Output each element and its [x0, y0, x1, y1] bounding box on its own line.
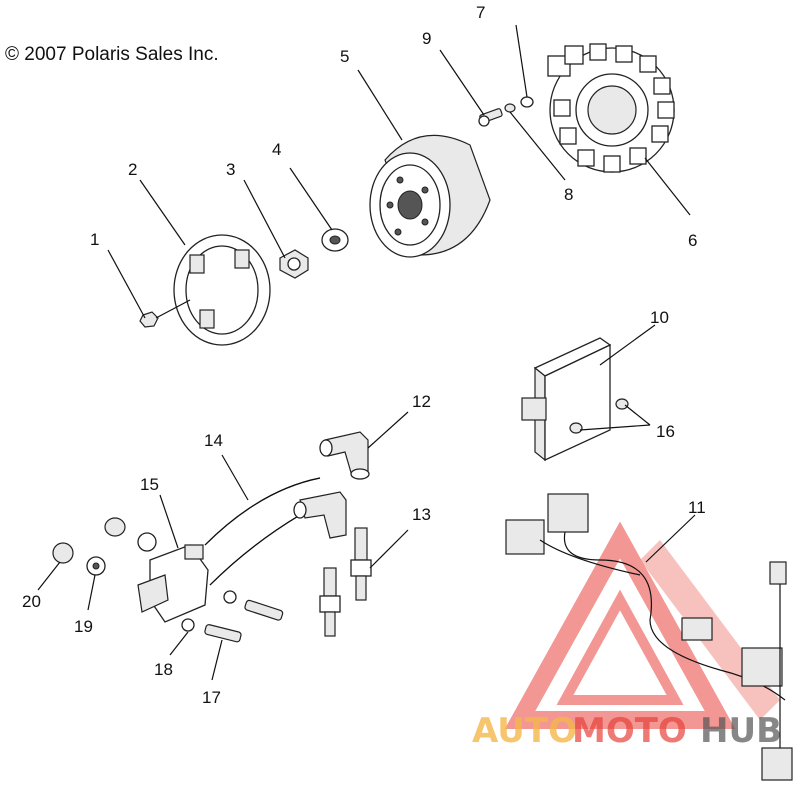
part-19-washer: [86, 556, 106, 576]
copyright-text: © 2007 Polaris Sales Inc.: [5, 44, 219, 65]
watermark-auto: AUTO: [472, 711, 577, 751]
part-13-spark-plugs: [319, 527, 372, 637]
callout-1: 1: [90, 230, 99, 249]
callout-17: 17: [202, 688, 221, 707]
callout-13: 13: [412, 505, 431, 524]
callout-16: 16: [656, 422, 675, 441]
callout-3: 3: [226, 160, 235, 179]
part-9-screw: [478, 108, 503, 127]
callout-12: 12: [412, 392, 431, 411]
callout-11: 11: [688, 498, 706, 517]
callout-4: 4: [272, 140, 281, 159]
part-5-flywheel: [369, 134, 491, 258]
watermark-hub: HUB: [700, 711, 782, 751]
callout-10: 10: [650, 308, 669, 327]
part-10-cdi-module: [521, 337, 612, 462]
leader-lines: [37, 24, 696, 681]
part-20-spacer: [52, 542, 74, 564]
callout-9: 9: [422, 29, 431, 48]
part-4-washer: [321, 228, 349, 252]
callout-20: 20: [22, 592, 41, 611]
part-7-washer: [520, 96, 534, 108]
callout-2: 2: [128, 160, 137, 179]
watermark-moto: MOTO: [572, 711, 687, 751]
part-2-starter-cup: [173, 234, 271, 346]
part-12-plug-cap-2: [293, 491, 347, 539]
callout-labels: 1 2 3 4 5 6 7 8 9 10 11 12 13 14 15 16 1…: [22, 3, 706, 707]
watermark-logo: [504, 521, 780, 729]
callout-6: 6: [688, 231, 697, 250]
callout-14: 14: [204, 431, 223, 450]
callout-19: 19: [74, 617, 93, 636]
part-15-grommets: [104, 517, 157, 552]
callout-15: 15: [140, 475, 159, 494]
part-16-screws: [569, 398, 629, 434]
part-8-lockwasher: [504, 103, 516, 113]
callout-7: 7: [476, 3, 485, 22]
part-6-stator: [547, 43, 675, 173]
callout-8: 8: [564, 185, 573, 204]
part-17-bolts: [204, 599, 284, 643]
part-14-plug-wires: [204, 477, 321, 586]
part-12-plug-cap: [319, 431, 370, 480]
part-1-bolt: [139, 299, 191, 328]
callout-5: 5: [340, 47, 349, 66]
part-18-lockwashers: [181, 590, 237, 632]
callout-18: 18: [154, 660, 173, 679]
watermark-text: AUTO MOTO HUB: [472, 711, 782, 751]
part-15-ignition-coil: [137, 544, 209, 623]
part-11-wiring-harness: [505, 493, 793, 781]
part-3-nut: [279, 249, 309, 279]
